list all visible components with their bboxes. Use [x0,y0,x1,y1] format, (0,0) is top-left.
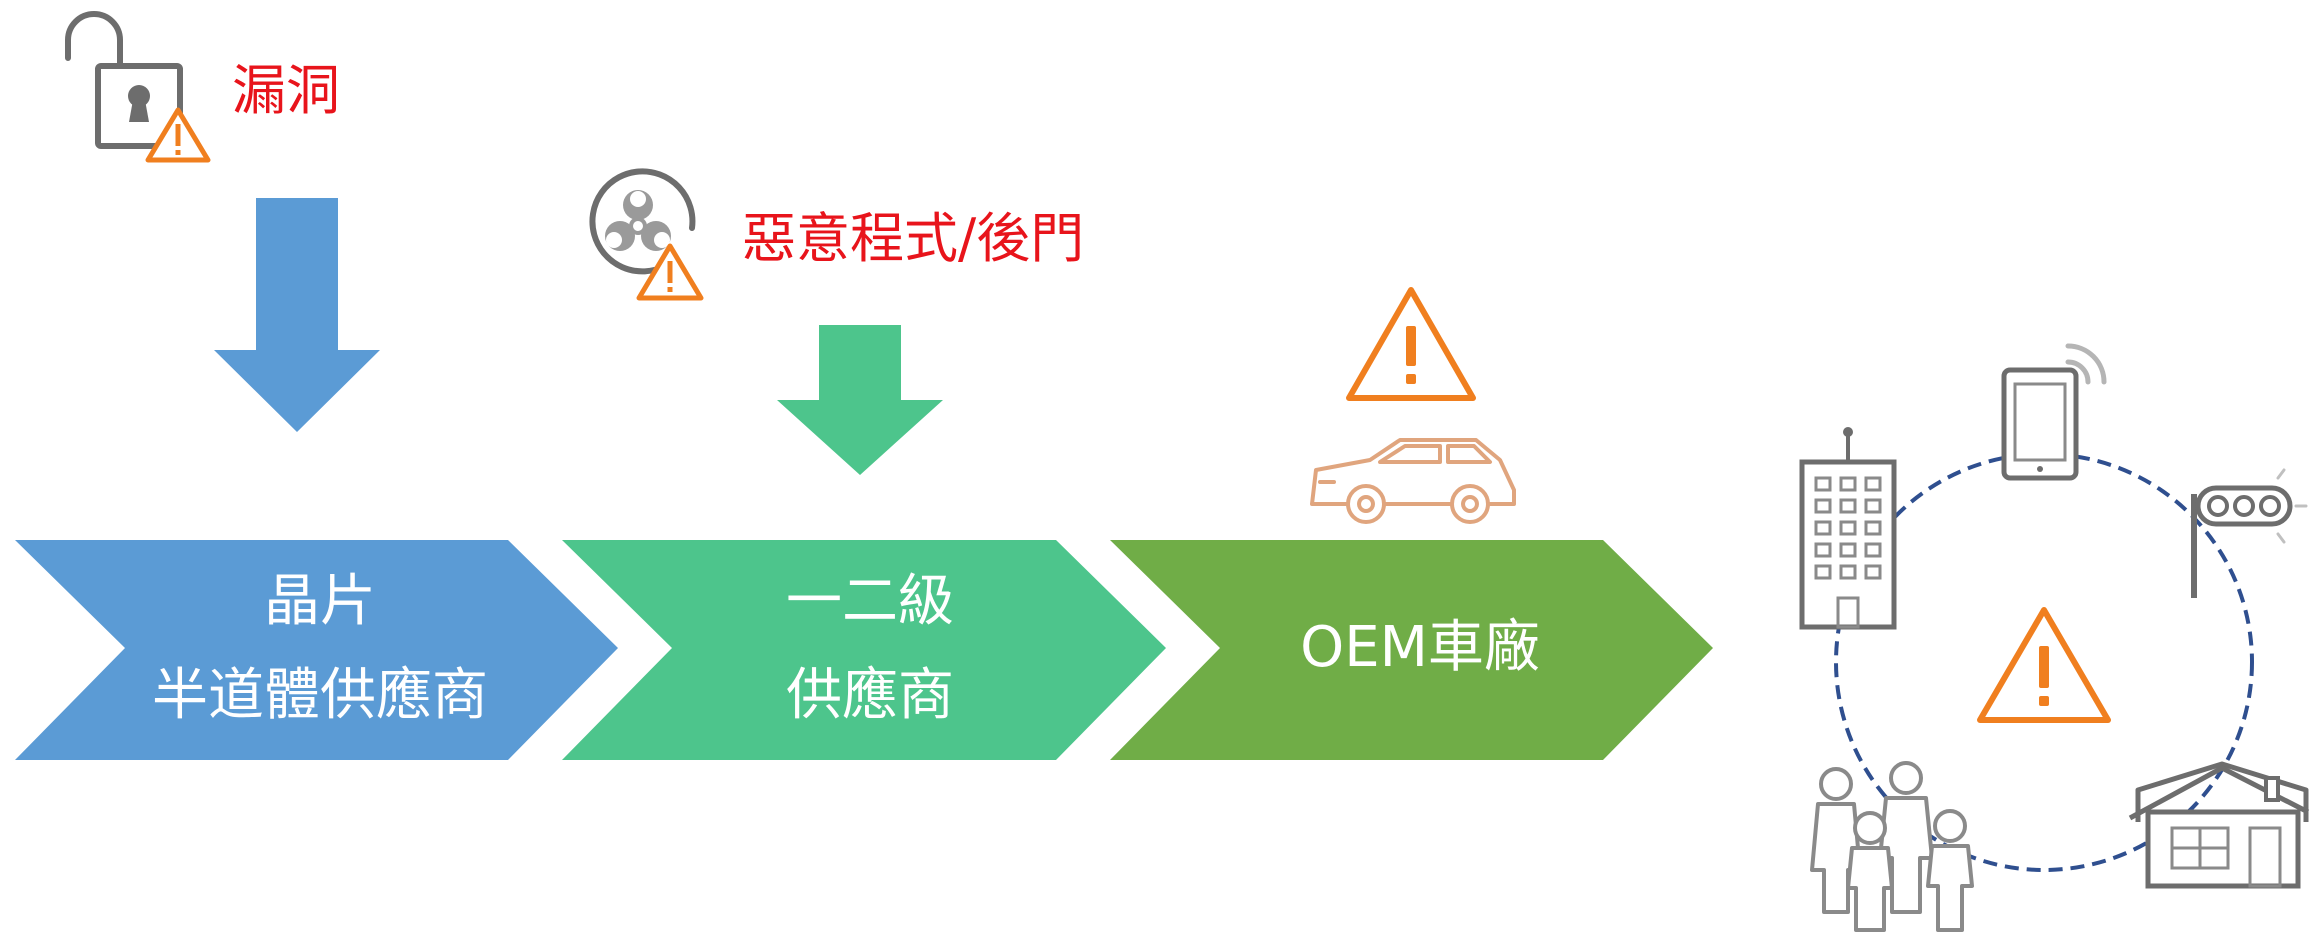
open-padlock-icon [65,11,183,149]
stage-tier-line1: 一二級 [786,569,954,634]
stage-chip-line2: 半道體供應商 [152,663,488,728]
stage-tier-line2: 供應商 [786,663,954,728]
traffic-light-icon [2191,468,2308,598]
house-icon [2128,761,2310,889]
stage-oem-label: OEM車廠 [1300,615,1540,680]
vulnerability-label: 漏洞 [232,59,340,122]
chevron-stage-tier-supplier [562,540,1166,760]
down-arrow-malware [777,325,943,475]
car-icon [1310,438,1516,524]
chevron-stage-chip [15,540,618,760]
keyhole-icon [128,85,150,122]
chevron-stage-oem [1110,540,1713,760]
building-icon [1799,427,1897,630]
family-icon [1810,761,1974,932]
smartphone-icon [2001,343,2107,481]
down-arrow-vulnerability [214,198,380,432]
malware-label: 惡意程式/後門 [742,207,1085,270]
warning-triangle-small-icon [145,107,211,163]
warning-triangle-small-icon [636,243,704,301]
biohazard-icon [589,168,696,275]
stage-chip-line1: 晶片 [264,569,376,634]
warning-triangle-icon [1346,287,1476,401]
warning-triangle-icon [1977,607,2111,723]
